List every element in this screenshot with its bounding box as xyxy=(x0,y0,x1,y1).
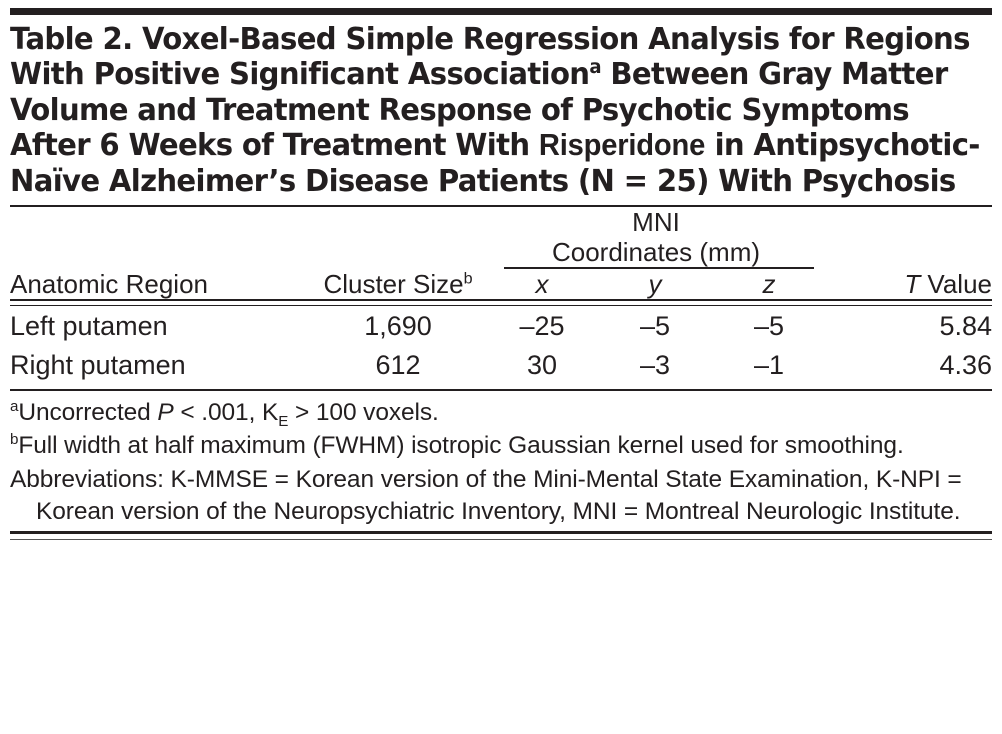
footnote-abbreviations: Abbreviations: K-MMSE = Korean version o… xyxy=(10,466,962,525)
top-border-rule xyxy=(10,8,992,15)
table-body: Left putamen 1,690 –25 –5 –5 5.84 Right … xyxy=(10,306,992,384)
footnote-a-subscript-e: E xyxy=(278,412,289,430)
spanner2-pad-right xyxy=(826,237,992,267)
footnote-b: bFull width at half maximum (FWHM) isotr… xyxy=(10,430,992,462)
spanner-rule-row xyxy=(10,267,992,270)
spanner-coordinates-line2: Coordinates (mm) xyxy=(551,237,761,268)
spanner-rule-cell xyxy=(486,267,826,270)
results-table: MNI Coordinates (mm) Anatomic Region Clu… xyxy=(10,207,992,299)
table-body-bottom-rule xyxy=(10,389,992,392)
footnote-b-text: Full width at half maximum (FWHM) isotro… xyxy=(18,431,904,459)
footnote-a-marker: a xyxy=(10,397,19,415)
column-header-y: y xyxy=(648,269,662,300)
column-header-x: x xyxy=(535,269,549,300)
cell-cluster-size: 612 xyxy=(375,350,421,381)
cell-y: –5 xyxy=(639,311,671,342)
table-figure: Table 2. Voxel-Based Simple Regression A… xyxy=(0,8,1002,734)
table-head-bottom-rule xyxy=(10,299,992,307)
column-header-t-value: T Value xyxy=(826,269,992,299)
table-title-suffix: in Antipsychotic-Naïve Alzheimer’s Disea… xyxy=(10,128,980,199)
table-title-middle: Between Gray Matter Volume and Treatment… xyxy=(10,57,948,164)
column-header-z: z xyxy=(762,269,776,300)
spanner-row-2: Coordinates (mm) xyxy=(10,237,992,267)
spanner-pad-cluster xyxy=(310,207,486,237)
cell-region: Right putamen xyxy=(10,350,186,381)
results-table-body: Left putamen 1,690 –25 –5 –5 5.84 Right … xyxy=(10,306,992,384)
footnote-a-text-2: < .001, K xyxy=(173,399,279,427)
table-title: Table 2. Voxel-Based Simple Regression A… xyxy=(10,15,990,205)
cell-x: –25 xyxy=(519,311,565,342)
column-header-t-rest: Value xyxy=(920,269,992,300)
column-header-cluster-size-marker: b xyxy=(463,269,473,288)
footnote-a-italic-p: P xyxy=(157,399,174,427)
table-row: Left putamen 1,690 –25 –5 –5 5.84 xyxy=(10,306,992,345)
cell-y: –3 xyxy=(639,350,671,381)
table-head-top-rule xyxy=(10,205,992,208)
spanner-row-1: MNI xyxy=(10,207,992,237)
footnote-b-marker: b xyxy=(10,430,19,448)
cell-t-value: 4.36 xyxy=(939,350,992,381)
cell-x: 30 xyxy=(526,350,558,381)
column-header-row: Anatomic Region Cluster Sizeb x y z T Va… xyxy=(10,269,992,299)
table-row: Right putamen 612 30 –3 –1 4.36 xyxy=(10,345,992,384)
cell-region: Left putamen xyxy=(10,311,168,342)
column-header-anatomic-region: Anatomic Region xyxy=(10,269,208,300)
spanner2-pad-left xyxy=(10,237,310,267)
cell-t-value: 5.84 xyxy=(939,311,992,342)
table-head: MNI Coordinates (mm) Anatomic Region Clu… xyxy=(10,207,992,299)
footnote-a-text-3: > 100 voxels. xyxy=(288,399,439,427)
footnote-a: aUncorrected P < .001, KE > 100 voxels. xyxy=(10,397,992,429)
cell-z: –5 xyxy=(753,311,785,342)
column-header-cluster-size-label: Cluster Size xyxy=(323,269,464,300)
bottom-border-rule xyxy=(10,531,992,541)
spanner-mni-line1: MNI xyxy=(632,207,680,238)
spanner-underline-rule xyxy=(504,267,814,270)
table-title-footnote-marker: a xyxy=(589,56,601,79)
footnotes: aUncorrected P < .001, KE > 100 voxels. … xyxy=(10,391,992,527)
footnote-a-text-1: Uncorrected xyxy=(18,399,158,427)
spanner-pad-right xyxy=(826,207,992,237)
table-title-prefix: Table 2. Voxel-Based Simple Regression A… xyxy=(10,22,970,93)
spanner-pad-left xyxy=(10,207,310,237)
spanner2-pad-cluster xyxy=(310,237,486,267)
column-header-cluster-size: Cluster Sizeb xyxy=(310,269,486,299)
cell-z: –1 xyxy=(753,350,785,381)
column-header-t-italic: T xyxy=(904,269,921,300)
cell-cluster-size: 1,690 xyxy=(364,311,432,342)
table-title-drug: Risperidone xyxy=(538,128,706,163)
